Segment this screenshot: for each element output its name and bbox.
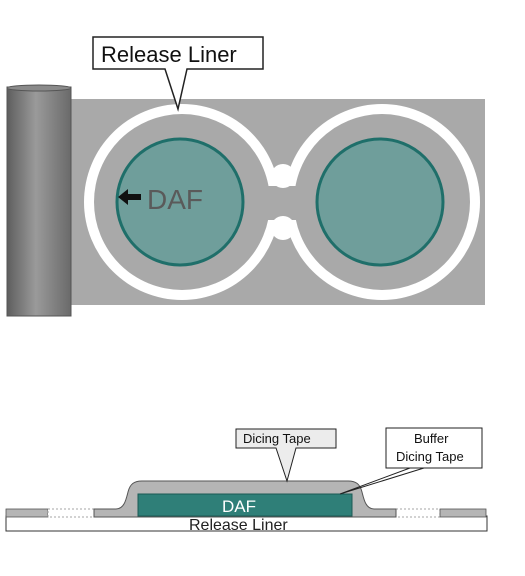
left-pad-gap	[47, 508, 95, 518]
right-buffer-pad	[439, 508, 487, 518]
neck-gap-top	[271, 164, 295, 188]
daf-label-section: DAF	[222, 497, 256, 516]
release-liner-label-top: Release Liner	[101, 42, 237, 67]
release-liner-callout-box	[92, 36, 264, 112]
dicing-tape-callout-box	[235, 428, 337, 483]
right-pad-gap	[395, 508, 441, 518]
neck-gap-bottom	[271, 216, 295, 240]
left-buffer-pad	[5, 508, 49, 518]
ring-neck	[268, 186, 298, 220]
buffer-label-line1: Buffer	[414, 431, 449, 446]
dicing-tape-label: Dicing Tape	[243, 431, 311, 446]
release-liner-label-section: Release Liner	[189, 517, 288, 534]
roll-top-edge	[6, 84, 72, 92]
left-daf-circle	[115, 137, 245, 267]
left-arrow-icon	[118, 189, 141, 205]
buffer-callout-pointer	[339, 467, 425, 495]
cross-section: DAF Release Liner Dicing Tape Buffer Dic…	[5, 427, 488, 534]
daf-label-top: DAF	[147, 184, 203, 215]
liner-roll	[6, 86, 72, 317]
right-daf-circle	[315, 137, 445, 267]
daf-layer	[137, 493, 353, 517]
top-view: DAF Release Liner	[6, 36, 485, 317]
buffer-callout-box	[385, 427, 483, 469]
buffer-label-line2: Dicing Tape	[396, 449, 464, 464]
